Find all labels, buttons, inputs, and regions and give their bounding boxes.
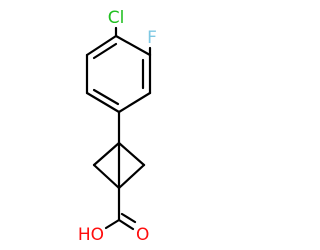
bond-carboxyl-o-b xyxy=(120,212,137,224)
atom-label-cl: Cl xyxy=(108,8,125,28)
double-bond-c4-c5 xyxy=(92,88,120,106)
bond-carboxyl-o-a xyxy=(117,218,135,231)
bond-carboxyl-oh xyxy=(104,218,121,230)
atom-label-hydroxyl: HO xyxy=(78,225,104,245)
bonds xyxy=(85,26,152,231)
bond-bridgehead-ch2-left xyxy=(92,141,121,167)
molecule-drawing: Cl F HO O xyxy=(78,8,157,245)
bond-c4-c5 xyxy=(85,91,121,114)
bond-ch2-left-bridgehead xyxy=(92,163,121,190)
structure-diagram: Cl F HO O xyxy=(77,8,157,245)
double-bond-c6-c1 xyxy=(92,42,118,60)
atom-label-carbonyl-o: O xyxy=(136,225,149,245)
bond-c1-c2 xyxy=(114,34,152,57)
atom-label-f: F xyxy=(147,28,157,48)
bond-bridgehead-ch2-right xyxy=(117,141,146,167)
bond-ch2-right-bridgehead xyxy=(117,163,146,190)
bond-c6-c1 xyxy=(85,34,118,57)
bond-c3-c4 xyxy=(117,91,152,114)
